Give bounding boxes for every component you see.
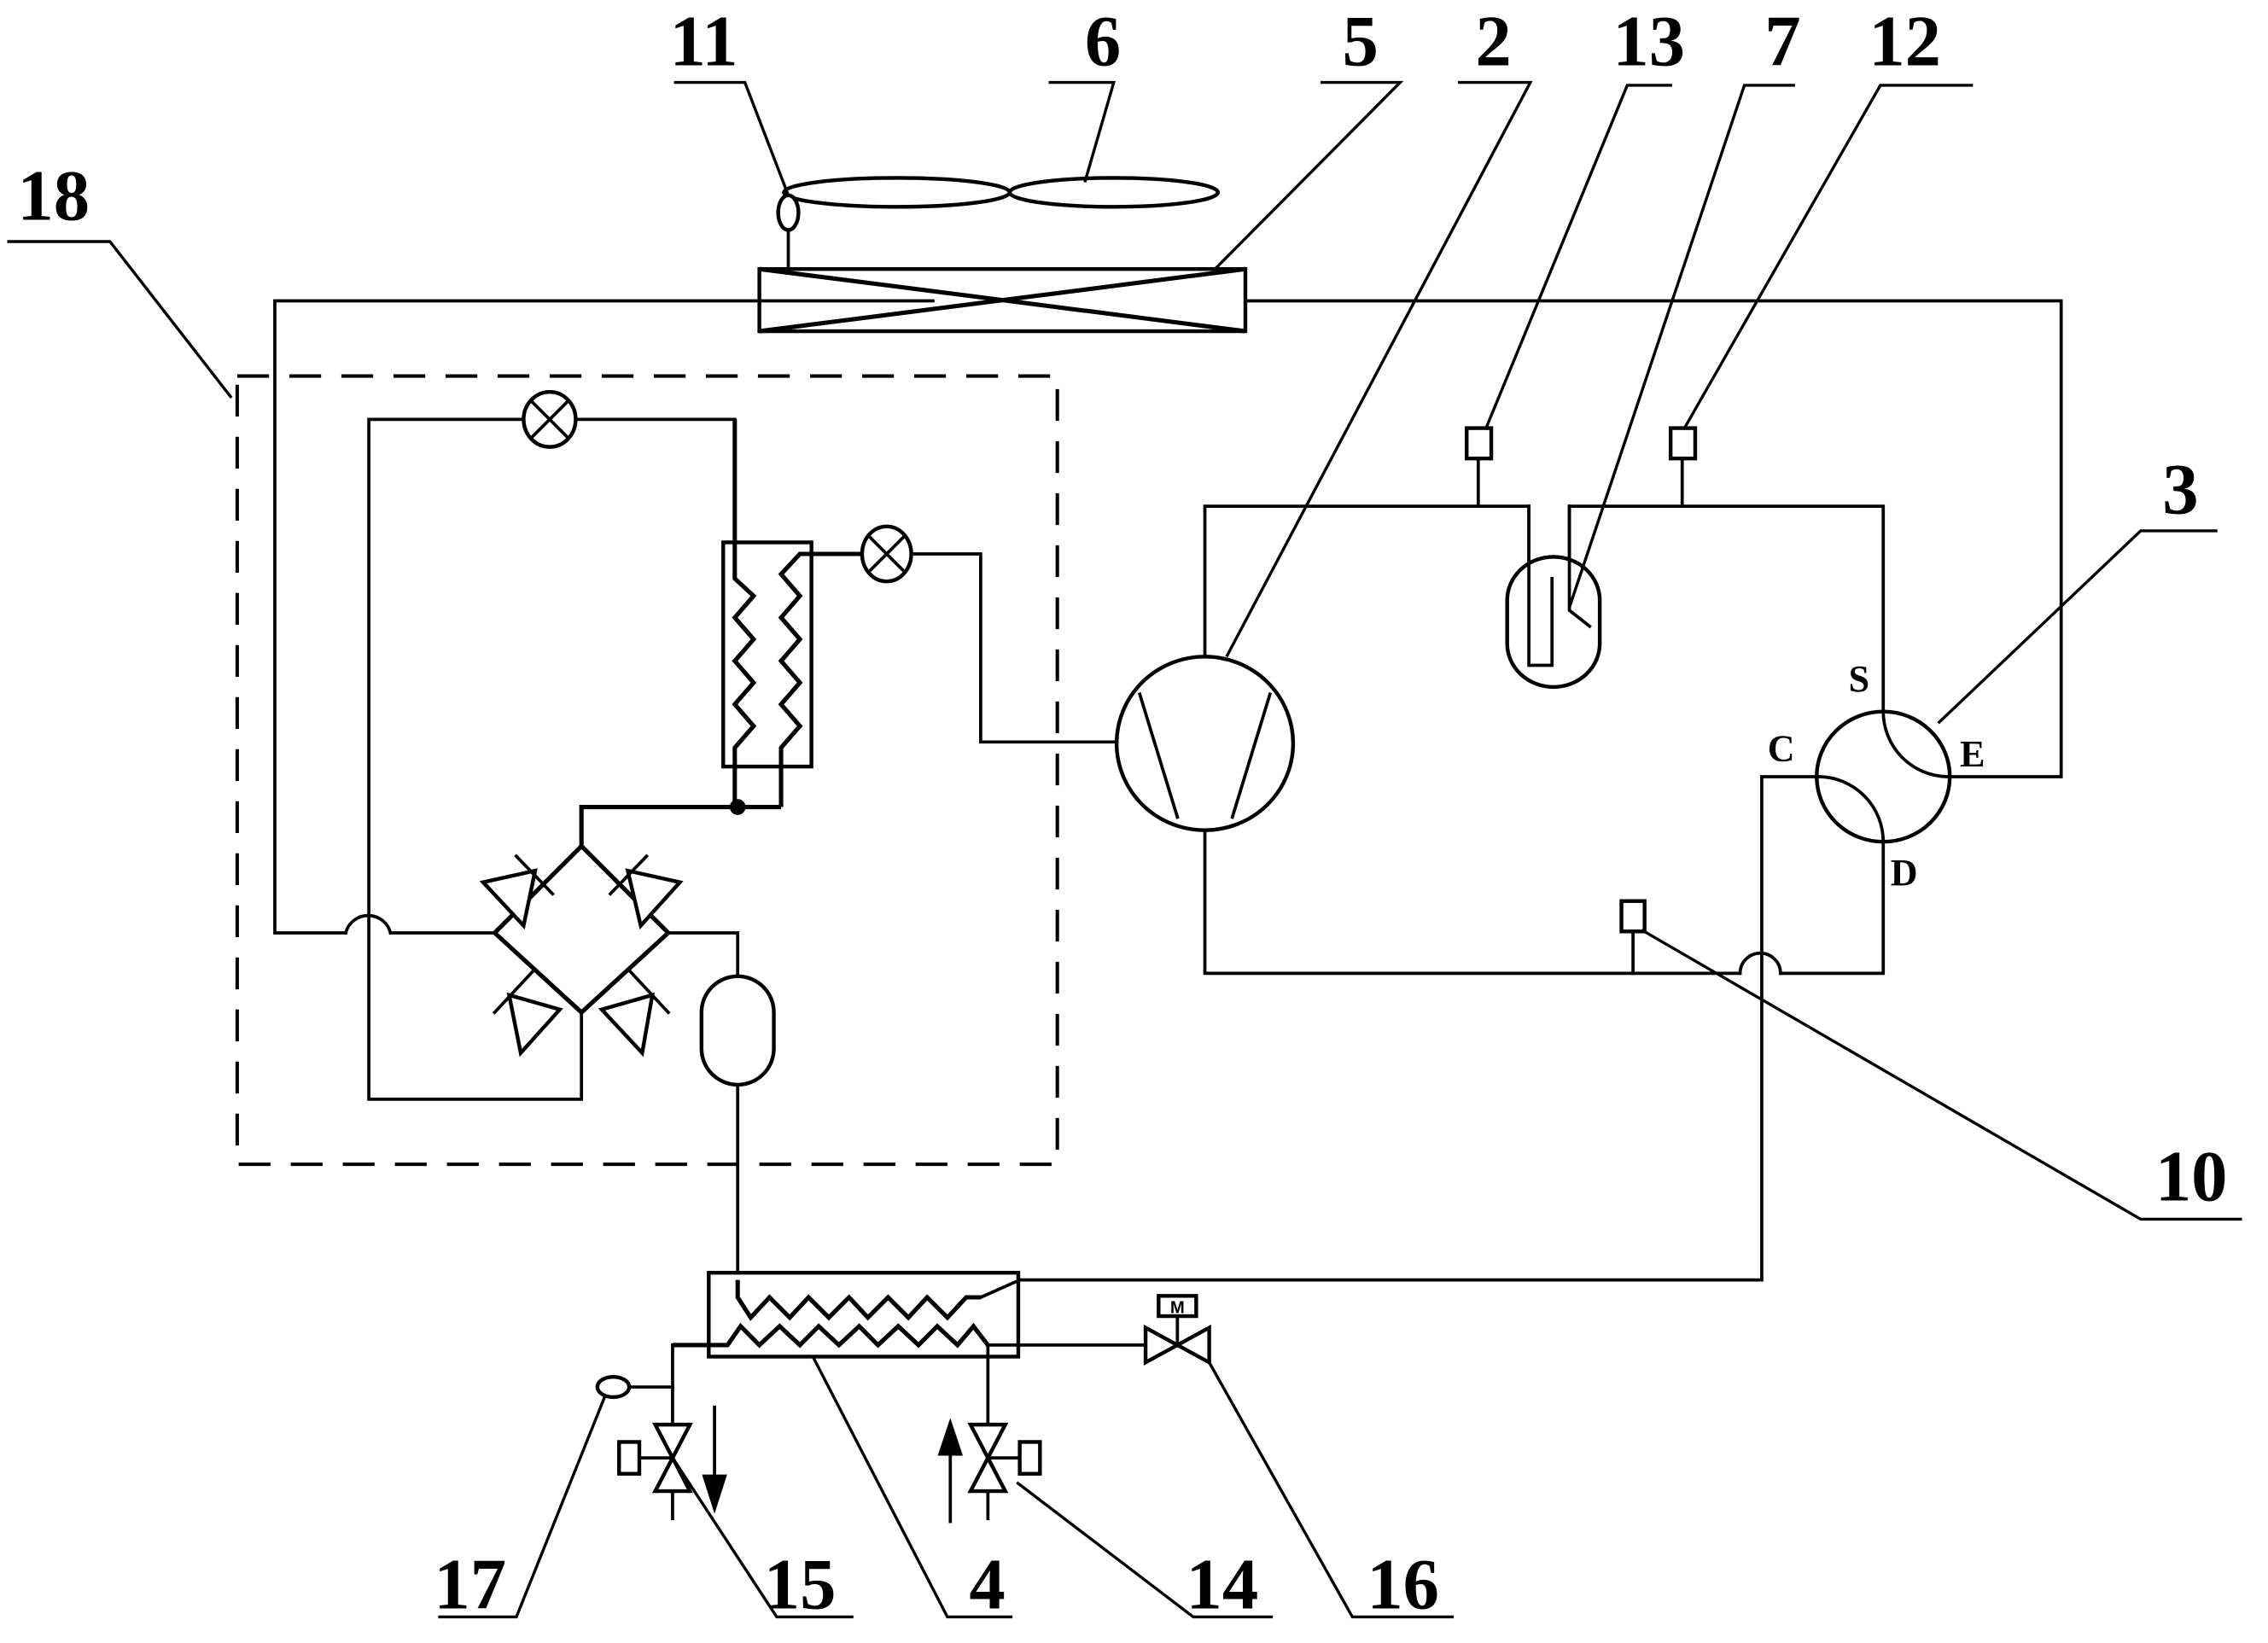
sensor-10 <box>1619 899 1647 976</box>
port-label-e: E <box>1960 733 1985 775</box>
svg-text:M: M <box>1170 1299 1185 1318</box>
expansion-valve-1 <box>522 390 578 449</box>
check-valve-bridge <box>479 844 684 1057</box>
label-7: 7 <box>1764 2 1800 81</box>
economizer-heat-exchanger <box>721 419 864 807</box>
fan <box>782 176 1220 209</box>
pressure-sensor-icon <box>1668 426 1698 461</box>
fan-blade-right <box>1007 176 1220 209</box>
four-way-valve <box>1815 709 1952 844</box>
fan-blade-left <box>782 176 1012 209</box>
pipe-to-compressor <box>909 552 1123 744</box>
arrow-down-icon <box>702 1474 727 1514</box>
label-4: 4 <box>969 1545 1005 1624</box>
motor-icon <box>1157 1294 1198 1319</box>
port-label-c: C <box>1768 727 1795 769</box>
label-17: 17 <box>434 1545 506 1624</box>
gas-liquid-separator <box>1505 504 1602 690</box>
port-label-s: S <box>1849 658 1870 700</box>
four-way-valve-icon <box>1815 709 1952 844</box>
pipe-compressor-discharge <box>1203 828 1742 976</box>
plate-heat-exchanger <box>672 1270 1021 1359</box>
label-6: 6 <box>1085 2 1121 81</box>
pressure-sensor-icon <box>1619 899 1647 934</box>
arrow-up-icon <box>937 1418 964 1456</box>
expansion-valve-2 <box>860 524 913 584</box>
label-15: 15 <box>764 1545 837 1624</box>
module-boundary-18 <box>235 374 1059 1167</box>
motor-icon <box>617 1440 642 1476</box>
pipe-loop-upper <box>367 417 584 1101</box>
label-12: 12 <box>1869 2 1941 81</box>
pipe-coil-right <box>1244 299 2063 778</box>
compressor <box>1114 655 1296 832</box>
leader-lines <box>7 80 2242 1619</box>
sensor-12 <box>1668 426 1698 508</box>
port-label-d: D <box>1891 852 1918 894</box>
motorized-valve-14 <box>967 1422 1042 1521</box>
label-14: 14 <box>1186 1545 1259 1624</box>
temperature-sensor-icon <box>595 1374 632 1400</box>
flow-arrow-down <box>702 1405 727 1514</box>
label-5: 5 <box>1343 2 1379 81</box>
temperature-sensor-icon <box>776 193 801 232</box>
label-10: 10 <box>2155 1137 2228 1216</box>
pressure-sensor-icon <box>1465 426 1494 461</box>
label-16: 16 <box>1367 1545 1439 1624</box>
label-3: 3 <box>2162 451 2198 530</box>
pipe-coil-left <box>273 299 935 935</box>
pipe-compressor-suction <box>1203 504 1549 667</box>
junction-dot <box>729 799 746 815</box>
pipe-valve-c <box>1017 775 1822 1282</box>
receiver-icon <box>699 974 776 1087</box>
sensor-13 <box>1465 426 1494 508</box>
sensor-17 <box>595 1374 674 1400</box>
liquid-receiver <box>699 974 776 1087</box>
label-18: 18 <box>17 157 90 236</box>
motorized-valve-15 <box>617 1422 693 1521</box>
flow-arrow-up <box>937 1418 964 1524</box>
sensor-11 <box>776 193 801 271</box>
motorized-valve-16: M <box>1143 1294 1211 1366</box>
pipe-crossover <box>343 913 393 935</box>
motor-icon <box>1017 1440 1042 1476</box>
label-11: 11 <box>670 2 738 81</box>
compressor-icon <box>1114 655 1296 832</box>
label-2: 2 <box>1475 2 1511 81</box>
label-13: 13 <box>1612 2 1685 81</box>
